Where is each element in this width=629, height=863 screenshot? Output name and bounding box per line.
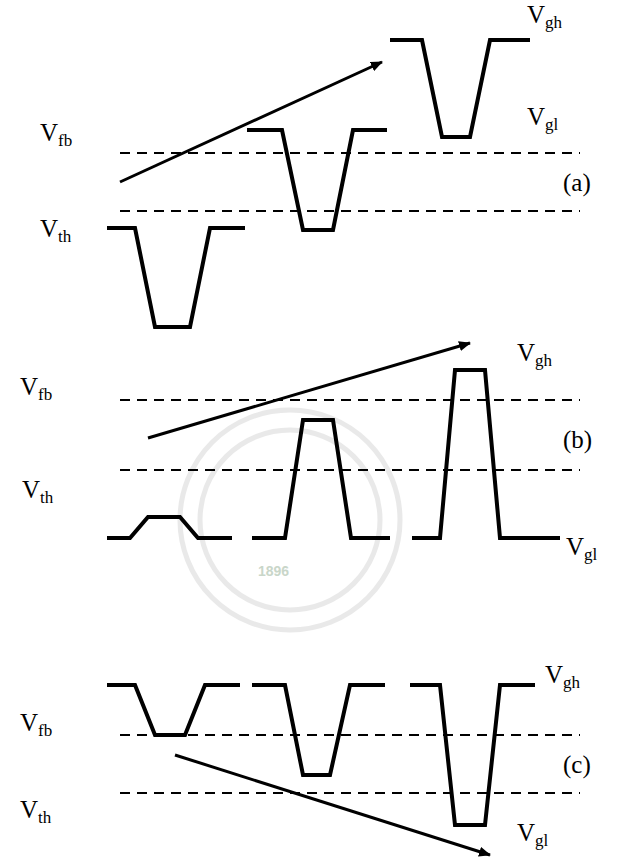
voltage-label: Vgl xyxy=(517,818,548,848)
voltage-label: Vfb xyxy=(40,118,72,148)
panel-label: (a) xyxy=(563,168,591,198)
voltage-label: Vfb xyxy=(20,708,52,738)
voltage-label: Vgl xyxy=(566,532,597,562)
panel-label: (b) xyxy=(563,425,592,455)
watermark-logo xyxy=(180,410,400,630)
voltage-label: Vth xyxy=(20,795,51,825)
voltage-label: Vfb xyxy=(20,372,52,402)
reference-lines xyxy=(120,153,580,793)
voltage-label: Vth xyxy=(40,214,71,244)
gate-pulses xyxy=(107,40,560,825)
watermark-text: 1896 xyxy=(258,563,289,580)
panel-label: (c) xyxy=(563,750,591,780)
voltage-label: Vth xyxy=(22,475,53,505)
voltage-label: Vgh xyxy=(545,660,580,690)
voltage-label: Vgh xyxy=(527,0,562,30)
voltage-label: Vgl xyxy=(527,102,558,132)
trend-arrows xyxy=(120,62,490,855)
voltage-label: Vgh xyxy=(517,338,552,368)
